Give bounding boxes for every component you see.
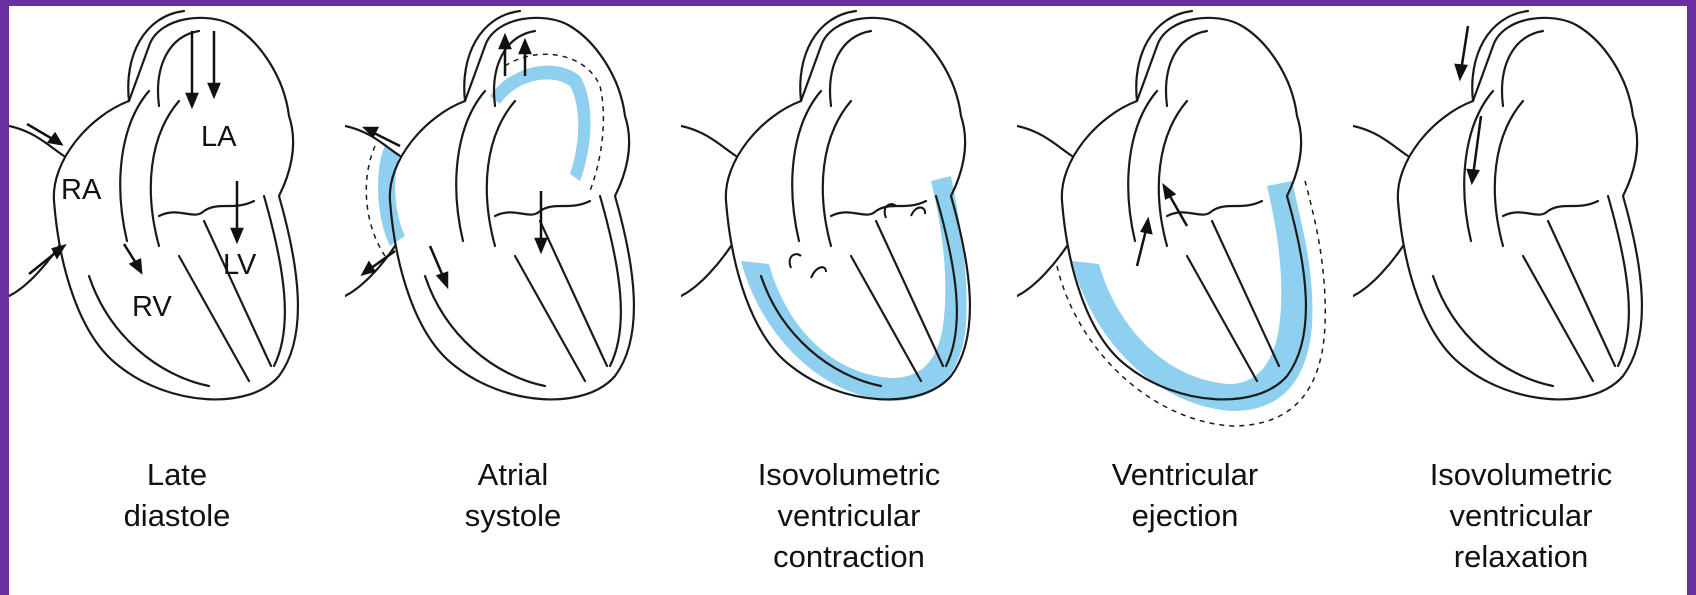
heart-illustration-atrial-systole (345, 6, 681, 446)
panel-isovolumetric-relaxation: Isovolumetric ventricular relaxation (1353, 6, 1687, 595)
aorta (128, 11, 199, 106)
valve-line (159, 201, 254, 216)
panel-late-diastole: RA LA RV LV Late diastole (9, 6, 345, 595)
heart-outline (54, 18, 298, 400)
panel-ventricular-ejection: Ventricular ejection (1017, 6, 1353, 595)
caption-late-diastole: Late diastole (9, 454, 345, 536)
caption-atrial-systole: Atrial systole (345, 454, 681, 536)
pulmonary-artery (120, 91, 179, 246)
heart-illustration-isovolumetric-relaxation (1353, 6, 1687, 446)
label-la: LA (201, 121, 237, 153)
caption-ventricular-ejection: Ventricular ejection (1017, 454, 1353, 536)
caption-isovolumetric-contraction: Isovolumetric ventricular contraction (681, 454, 1017, 577)
label-rv: RV (132, 291, 172, 323)
heart-illustration-ventricular-ejection (1017, 6, 1353, 446)
heart-illustration-isovolumetric-contraction (681, 6, 1017, 446)
ventricular-contraction-highlight (741, 176, 967, 401)
caption-isovolumetric-relaxation: Isovolumetric ventricular relaxation (1353, 454, 1687, 577)
flow-arrows (1456, 26, 1481, 182)
label-ra: RA (61, 174, 102, 206)
ventricular-septum (179, 221, 271, 381)
label-lv: LV (223, 249, 257, 281)
diagram-frame: RA LA RV LV Late diastole (9, 6, 1687, 595)
inner-wall (89, 196, 285, 386)
heart-illustration-late-diastole: RA LA RV LV (9, 6, 345, 446)
panel-isovolumetric-contraction: Isovolumetric ventricular contraction (681, 6, 1017, 595)
panel-atrial-systole: Atrial systole (345, 6, 681, 595)
ventricular-ejection-highlight (1072, 181, 1312, 411)
